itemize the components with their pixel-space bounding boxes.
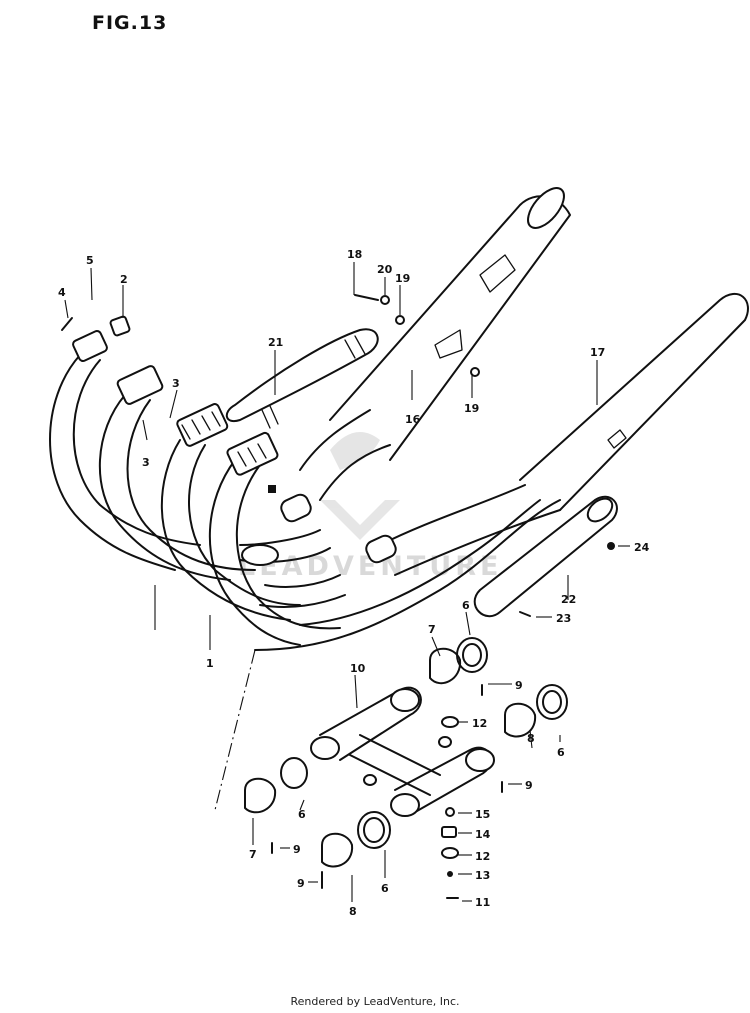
callout-7b: 7 <box>249 848 257 861</box>
callout-10: 10 <box>350 662 366 675</box>
callout-2: 2 <box>120 273 128 286</box>
callout-6b: 6 <box>557 746 565 759</box>
callout-15: 15 <box>475 808 490 821</box>
assembly-reference-line <box>214 649 256 811</box>
gaskets-and-clamps <box>244 637 568 868</box>
callout-3: 3 <box>172 377 180 390</box>
heat-shield-lower <box>473 495 618 618</box>
callout-5: 5 <box>86 254 94 267</box>
heat-shield-upper <box>225 328 379 429</box>
callout-3b: 3 <box>142 456 150 469</box>
rendered-by-footer: Rendered by LeadVenture, Inc. <box>290 995 460 1008</box>
callout-16: 16 <box>405 413 421 426</box>
callout-6a: 6 <box>462 599 470 612</box>
fasteners <box>61 294 615 899</box>
exhaust-header-pipes <box>49 330 561 651</box>
crossover-pipe <box>310 686 495 817</box>
callout-12b: 12 <box>475 850 490 863</box>
callout-19a: 19 <box>395 272 410 285</box>
callout-8a: 8 <box>527 732 535 745</box>
callout-17: 17 <box>590 346 605 359</box>
callout-labels: 1 2 3 3 4 5 6 6 6 6 7 7 8 8 9 9 9 9 10 1… <box>58 248 650 918</box>
callout-1: 1 <box>206 657 214 670</box>
callout-18: 18 <box>347 248 362 261</box>
callout-20: 20 <box>377 263 393 276</box>
callout-11: 11 <box>475 896 490 909</box>
callout-6d: 6 <box>381 882 389 895</box>
figure-title: FIG.13 <box>92 12 168 34</box>
callout-4: 4 <box>58 286 66 299</box>
callout-9b: 9 <box>525 779 533 792</box>
callout-7a: 7 <box>428 623 436 636</box>
upper-muffler <box>280 187 571 523</box>
callout-12a: 12 <box>472 717 487 730</box>
callout-24: 24 <box>634 541 650 554</box>
lower-muffler <box>365 293 749 576</box>
callout-14: 14 <box>475 828 491 841</box>
callout-9a: 9 <box>515 679 523 692</box>
callout-23: 23 <box>556 612 571 625</box>
callout-8b: 8 <box>349 905 357 918</box>
callout-21: 21 <box>268 336 283 349</box>
callout-6c: 6 <box>298 808 306 821</box>
callout-9d: 9 <box>297 877 305 890</box>
callout-22: 22 <box>561 593 576 606</box>
callout-13: 13 <box>475 869 490 882</box>
leadventure-logo-icon <box>320 432 400 540</box>
leader-lines <box>64 262 630 902</box>
callout-19b: 19 <box>464 402 479 415</box>
callout-9c: 9 <box>293 843 301 856</box>
